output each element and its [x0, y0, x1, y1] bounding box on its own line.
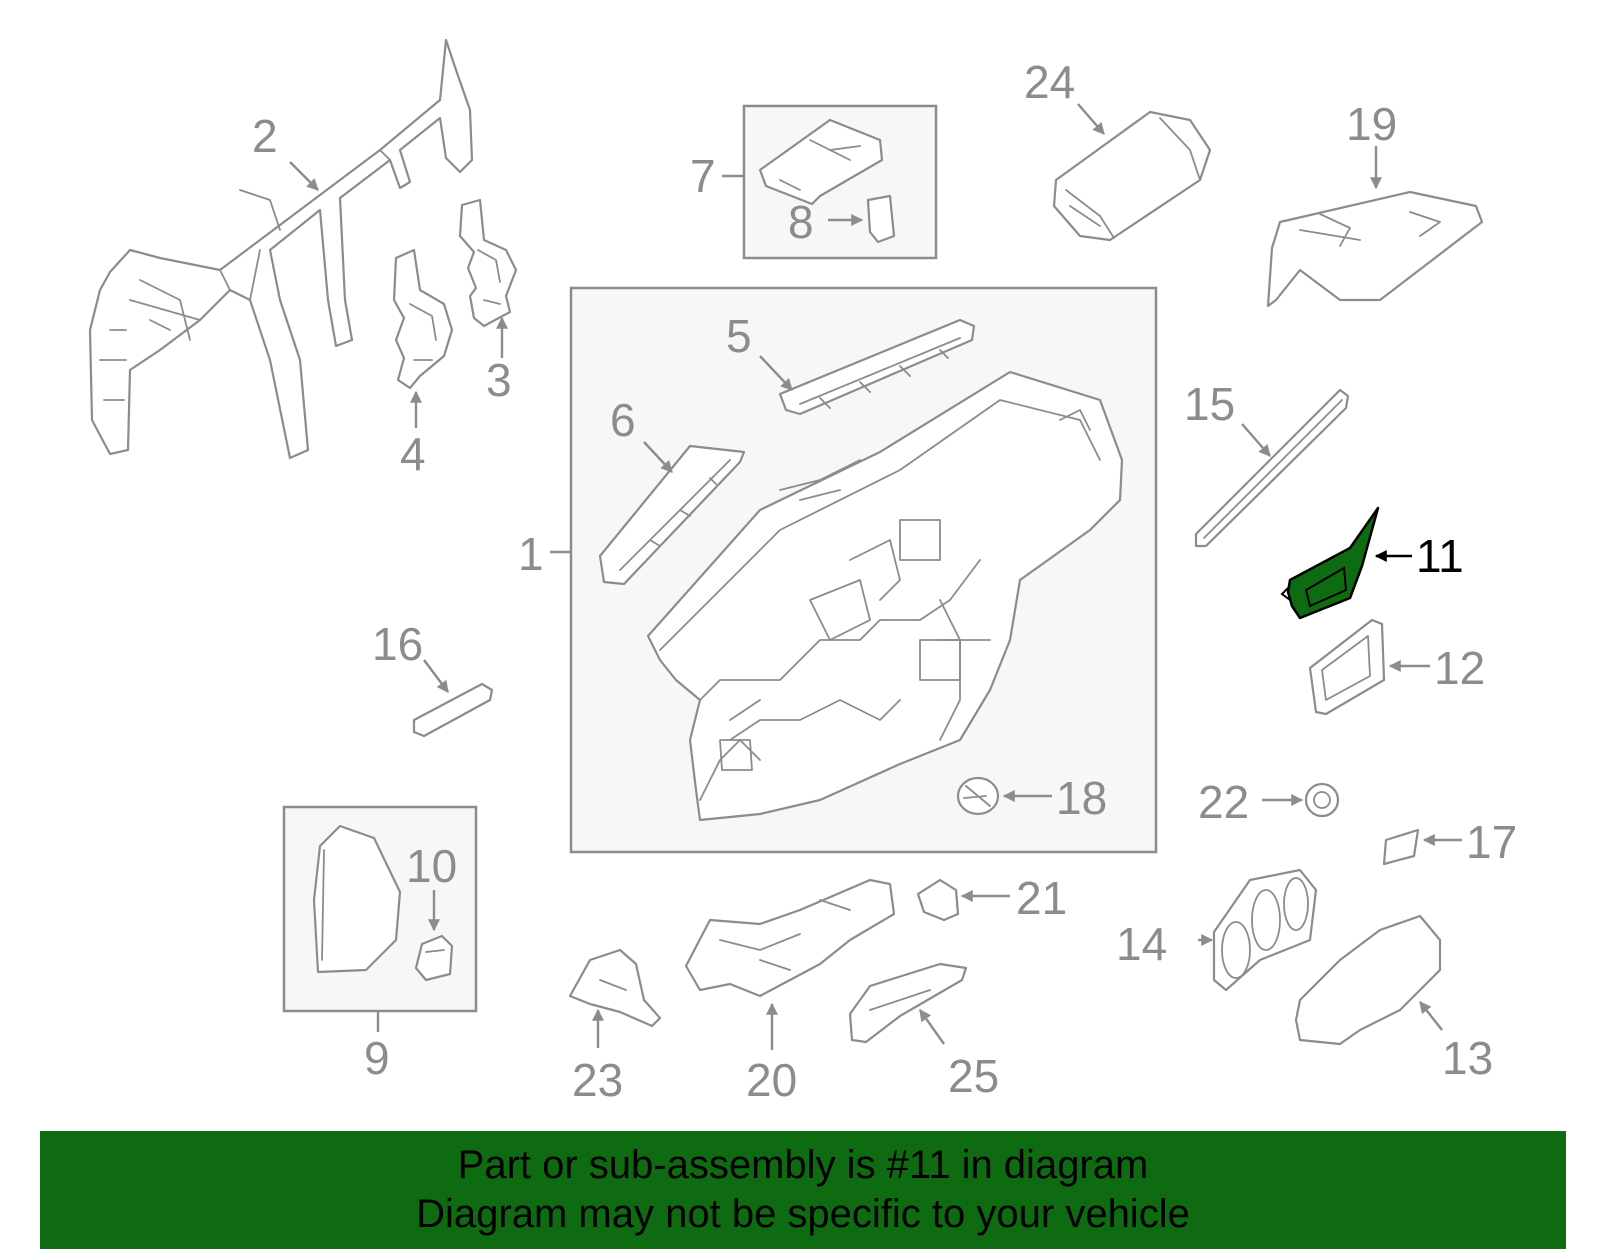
callout-5: 5: [726, 310, 752, 362]
callout-3: 3: [486, 354, 512, 406]
callout-15: 15: [1184, 378, 1235, 430]
callout-12: 12: [1434, 642, 1485, 694]
callout-25: 25: [948, 1050, 999, 1102]
callout-20: 20: [746, 1054, 797, 1106]
part-24-airbag[interactable]: [1052, 110, 1212, 242]
part-17-clip[interactable]: [1382, 828, 1420, 866]
banner-line-1: Part or sub-assembly is #11 in diagram: [457, 1143, 1149, 1187]
part-6-trim[interactable]: [598, 444, 746, 586]
part-18-vent[interactable]: [956, 776, 1000, 816]
banner-line-2: Diagram may not be specific to your vehi…: [416, 1192, 1190, 1236]
part-15-strip[interactable]: [1194, 388, 1350, 548]
part-9-end-panel[interactable]: [312, 824, 402, 974]
callout-18: 18: [1056, 772, 1107, 824]
part-12-bezel[interactable]: [1308, 618, 1386, 716]
callout-2: 2: [252, 110, 278, 162]
callout-24: 24: [1024, 56, 1075, 108]
callout-9: 9: [364, 1032, 390, 1084]
callout-23: 23: [572, 1054, 623, 1106]
part-3-bracket[interactable]: [458, 198, 518, 328]
callout-6: 6: [610, 394, 636, 446]
callout-16: 16: [372, 618, 423, 670]
callout-22: 22: [1198, 776, 1249, 828]
part-19-panel[interactable]: [1266, 190, 1484, 308]
callout-7: 7: [690, 150, 716, 202]
part-8-clip[interactable]: [866, 194, 896, 244]
leader-lines: [289, 103, 1462, 1050]
part-5-defroster[interactable]: [778, 318, 976, 416]
callout-4: 4: [400, 428, 426, 480]
info-banner: Part or sub-assembly is #11 in diagram D…: [40, 1131, 1566, 1249]
callout-17: 17: [1466, 816, 1517, 868]
callout-11: 11: [1416, 530, 1464, 582]
part-21-duct[interactable]: [916, 878, 960, 922]
part-1-dashboard[interactable]: [646, 370, 1124, 822]
part-7-cover[interactable]: [758, 118, 884, 206]
part-23-bracket[interactable]: [568, 948, 662, 1028]
part-2-crossmember[interactable]: [88, 38, 474, 460]
part-10-clip[interactable]: [414, 934, 454, 982]
callout-8: 8: [788, 196, 814, 248]
part-14-cluster[interactable]: [1212, 868, 1318, 992]
part-11-highlighted[interactable]: [1280, 506, 1380, 620]
part-25-bracket[interactable]: [848, 962, 968, 1044]
callout-13: 13: [1442, 1032, 1493, 1084]
callout-14: 14: [1116, 918, 1167, 970]
callout-21: 21: [1016, 872, 1067, 924]
callout-19: 19: [1346, 98, 1397, 150]
part-4-bracket[interactable]: [392, 248, 454, 390]
part-16-bracket[interactable]: [412, 682, 494, 738]
part-13-cover[interactable]: [1294, 914, 1442, 1046]
part-22-knob[interactable]: [1304, 782, 1340, 818]
callout-1: 1: [518, 528, 544, 580]
part-20-duct[interactable]: [684, 878, 896, 998]
callout-10: 10: [406, 840, 457, 892]
